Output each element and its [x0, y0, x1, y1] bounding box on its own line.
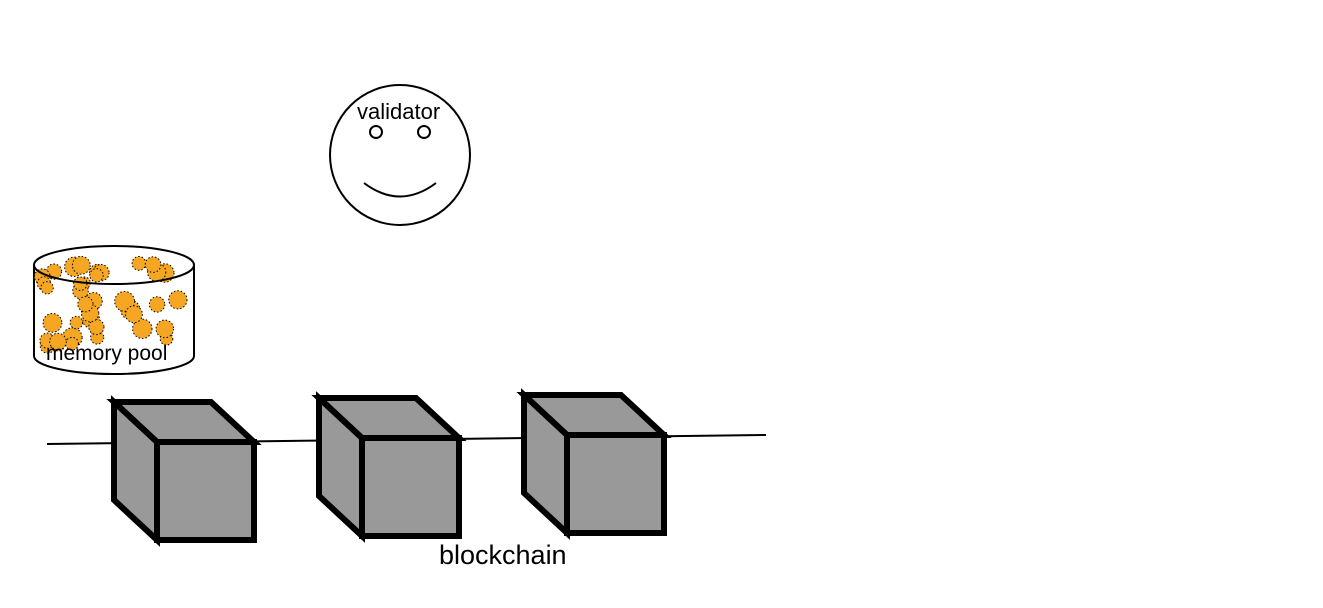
validator-smile — [363, 182, 437, 198]
validator-head — [329, 84, 471, 226]
transaction-dot — [144, 256, 162, 273]
transaction-dot — [132, 318, 153, 339]
memory-pool-rim — [33, 245, 195, 285]
block-2 — [311, 391, 467, 543]
transaction-dot — [42, 313, 63, 333]
block-front-face — [564, 432, 667, 536]
transaction-dot — [65, 336, 79, 351]
memory-pool-label: memory pool — [46, 342, 168, 365]
memory-pool-cylinder-icon — [33, 245, 195, 375]
transaction-dot — [40, 281, 54, 295]
blockchain-label: blockchain — [439, 540, 567, 570]
transaction-dot — [77, 296, 94, 313]
block-1 — [106, 395, 262, 547]
block-group — [106, 388, 672, 547]
transaction-dot — [114, 291, 135, 312]
transaction-dot — [155, 319, 175, 339]
validator-label: validator — [357, 99, 441, 124]
transaction-dot — [71, 255, 91, 275]
transaction-dot — [69, 315, 84, 330]
validator-left-eye — [369, 125, 383, 139]
transaction-dot — [88, 318, 105, 336]
transaction-dot — [168, 290, 188, 310]
block-3 — [516, 388, 672, 540]
transaction-dot — [125, 305, 143, 324]
validator-face-icon — [329, 84, 471, 226]
block-front-face — [359, 435, 462, 539]
transaction-dot — [89, 268, 104, 283]
block-front-face — [154, 439, 257, 543]
transaction-dot — [131, 256, 147, 271]
transaction-dot — [148, 296, 166, 313]
transaction-dot — [49, 332, 67, 351]
validator-right-eye — [417, 125, 431, 139]
transaction-dot — [45, 263, 63, 280]
